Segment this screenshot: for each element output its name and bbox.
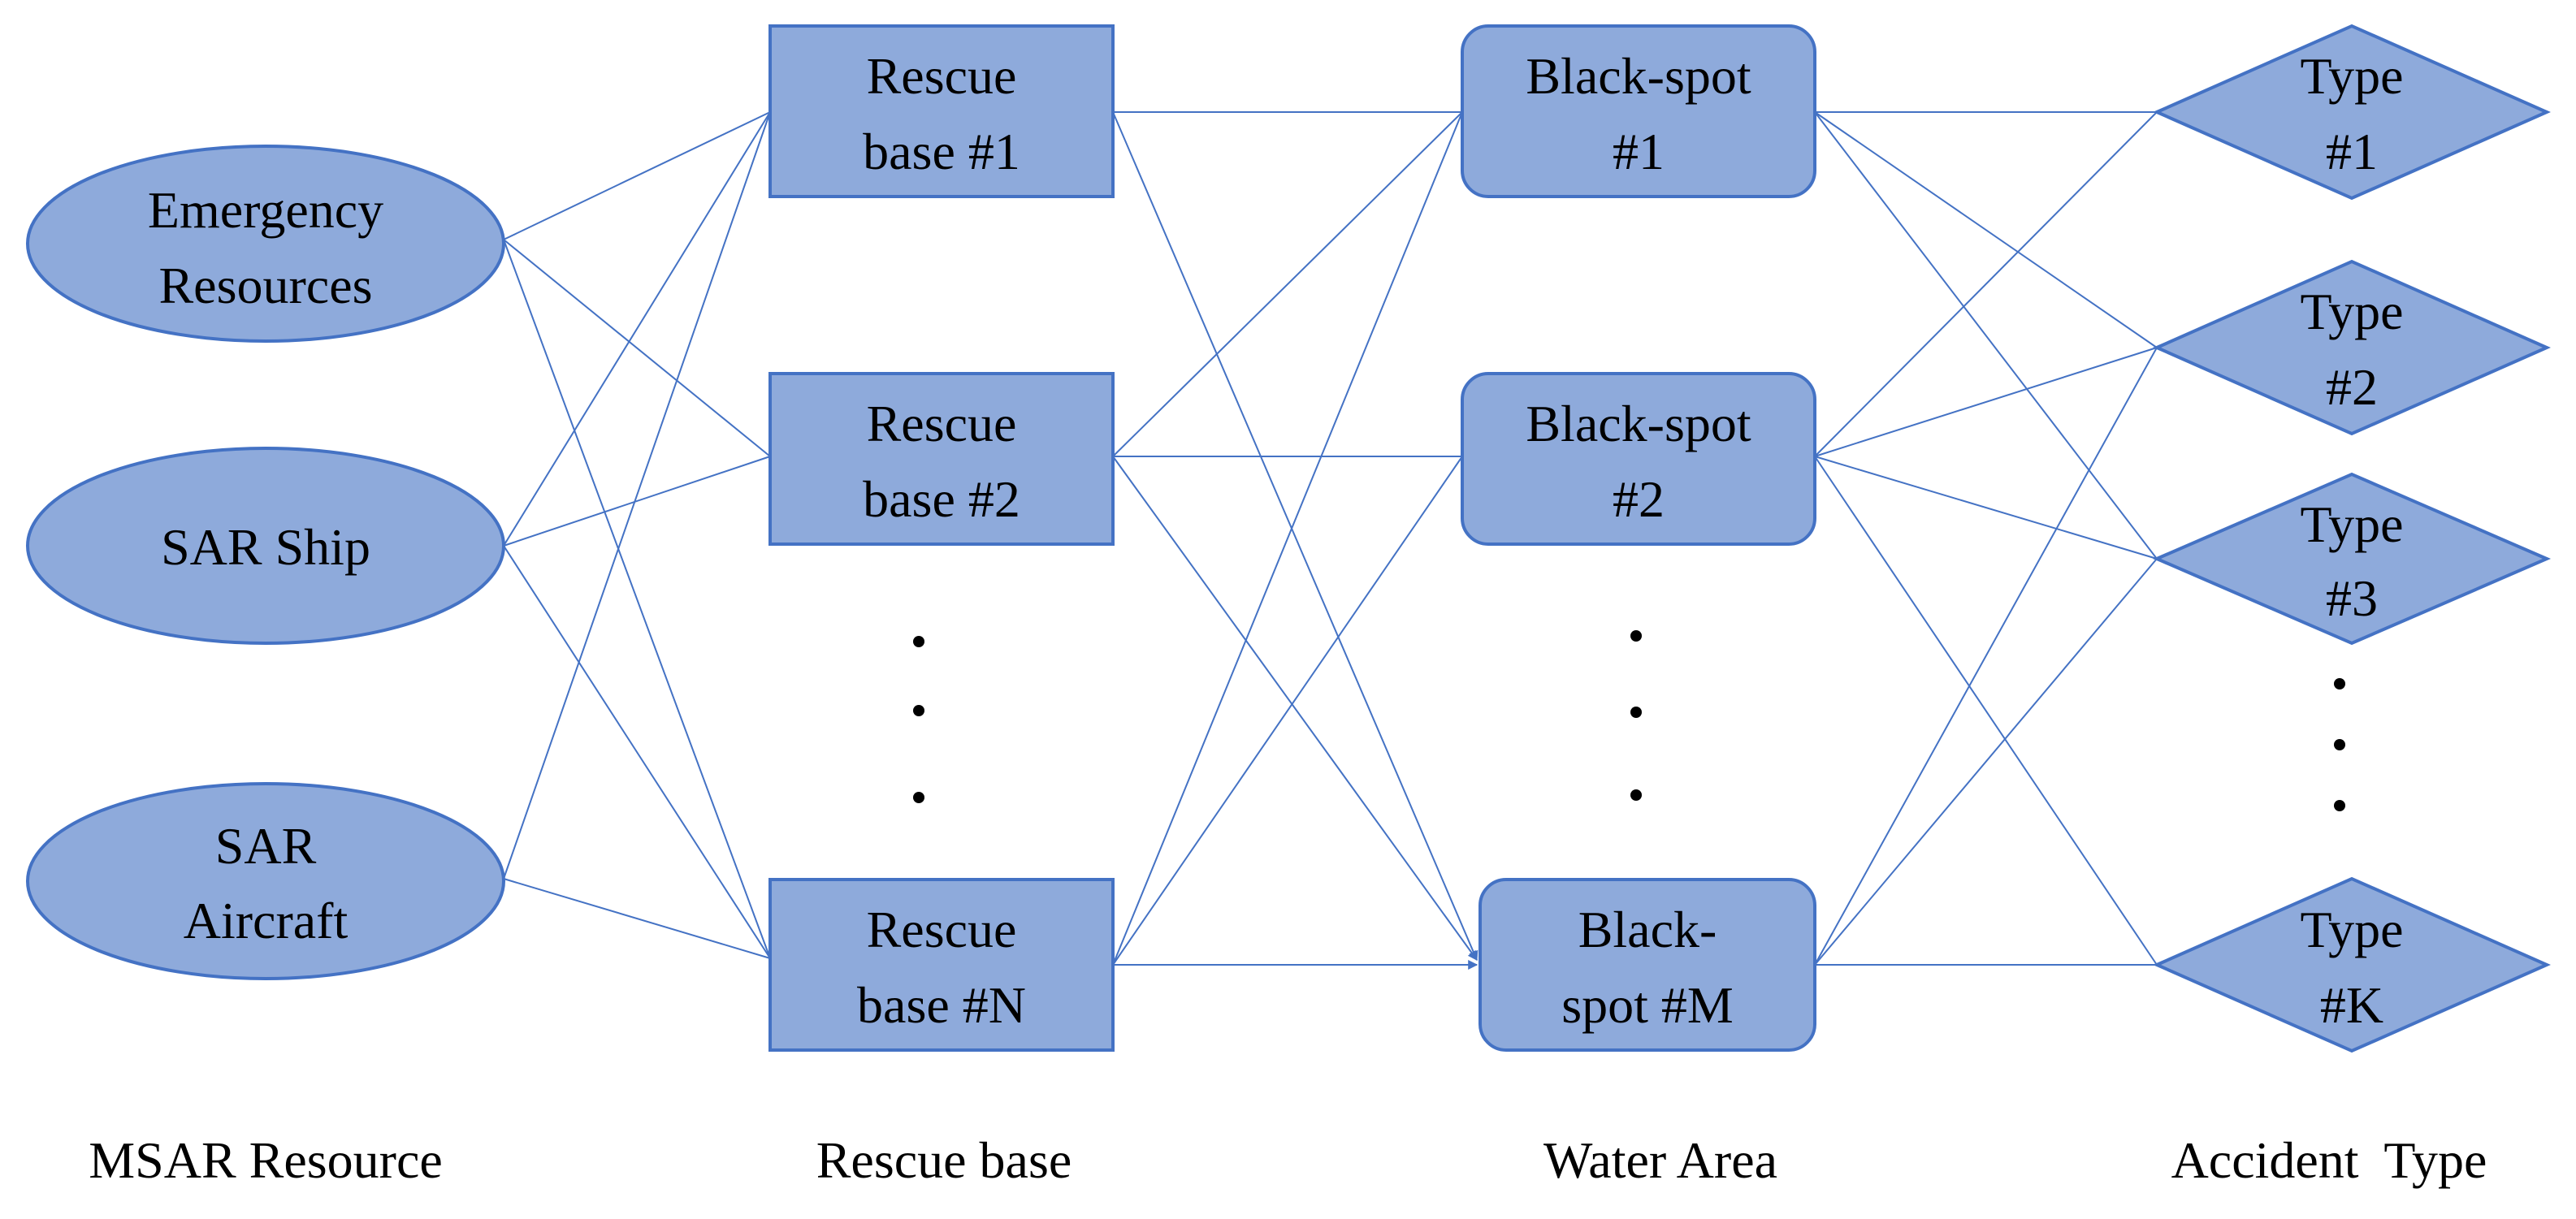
rescue-base-node-1: Rescue base #1 xyxy=(768,24,1115,198)
ellipsis-types xyxy=(2334,678,2345,811)
edge-base2-bs1 xyxy=(1112,111,1463,457)
base-label-line2: base #2 xyxy=(863,470,1020,528)
base-label-line2: base #N xyxy=(857,976,1026,1034)
resource-label-line1: SAR xyxy=(215,817,317,875)
ellipsis-dot xyxy=(1630,789,1642,801)
rescue-base-column: Rescue base #1 Rescue base #2 Rescue bas… xyxy=(768,24,1115,1052)
ellipsis-markers xyxy=(913,630,2345,811)
edge-emergency-baseN xyxy=(503,239,771,959)
base-label-line2: base #1 xyxy=(863,123,1020,180)
black-spot-label-line2: #2 xyxy=(1613,470,1665,528)
resource-column: Emergency Resources SAR Ship SAR Aircraf… xyxy=(26,145,505,980)
ellipsis-dot xyxy=(913,705,924,716)
edge-bsM-type3 xyxy=(1814,558,2158,966)
edge-bs1-type3 xyxy=(1814,111,2158,560)
type-label-line2: #1 xyxy=(2326,123,2378,180)
edge-aircraft-baseN xyxy=(503,878,771,959)
connection-lines xyxy=(503,111,2158,970)
edge-aircraft-base1 xyxy=(503,111,771,880)
base-label-line1: Rescue xyxy=(867,901,1017,958)
type-label-line2: #K xyxy=(2320,976,2383,1034)
rescue-base-node-n: Rescue base #N xyxy=(768,878,1115,1052)
black-spot-node-2: Black-spot #2 xyxy=(1461,372,1816,546)
resource-label-line2: Aircraft xyxy=(184,892,349,949)
type-node-3: Type #3 xyxy=(2152,472,2552,646)
edge-emergency-base2 xyxy=(503,239,771,457)
base-label-line1: Rescue xyxy=(867,395,1017,452)
type-label-line2: #3 xyxy=(2326,569,2378,627)
type-label-line2: #2 xyxy=(2326,358,2378,416)
accident-type-column: Type #1 Type #2 Type #3 Type #K xyxy=(2152,24,2552,1053)
black-spot-label-line1: Black-spot xyxy=(1526,395,1751,452)
water-area-column: Black-spot #1 Black-spot #2 Black- spot … xyxy=(1461,24,1816,1052)
rescue-base-node-2: Rescue base #2 xyxy=(768,372,1115,546)
type-label-line1: Type xyxy=(2300,901,2403,958)
type-node-1: Type #1 xyxy=(2153,24,2551,201)
edge-bs2-type3 xyxy=(1814,456,2158,560)
edge-ship-base2 xyxy=(503,456,771,547)
ellipsis-dot xyxy=(913,792,924,803)
black-spot-label-line1: Black-spot xyxy=(1526,47,1751,105)
ellipsis-water xyxy=(1630,630,1642,801)
type-node-2: Type #2 xyxy=(2153,259,2551,436)
type-label-line1: Type xyxy=(2300,495,2403,553)
edge-baseN-bs1 xyxy=(1112,111,1463,966)
edge-bsM-type2 xyxy=(1814,347,2158,966)
edge-base1-bsM xyxy=(1112,111,1478,962)
resource-node-emergency: Emergency Resources xyxy=(26,145,505,343)
ellipsis-dot xyxy=(913,636,924,647)
resource-label-line1: Emergency xyxy=(148,181,383,239)
black-spot-label-line1: Black- xyxy=(1578,901,1717,958)
black-spot-label-line2: spot #M xyxy=(1561,976,1734,1034)
edge-bs2-typeK xyxy=(1814,456,2158,966)
edge-bs1-type2 xyxy=(1814,111,2158,348)
resource-label-line1: SAR Ship xyxy=(161,518,370,576)
column-label-accident: Accident Type xyxy=(2171,1131,2487,1189)
type-node-k: Type #K xyxy=(2153,876,2551,1053)
edge-ship-base1 xyxy=(503,111,771,547)
column-label-water: Water Area xyxy=(1543,1131,1777,1189)
base-label-line1: Rescue xyxy=(867,47,1017,105)
resource-node-sar-aircraft: SAR Aircraft xyxy=(26,782,505,980)
resource-label-line2: Resources xyxy=(158,257,372,314)
column-label-resource: MSAR Resource xyxy=(89,1131,443,1189)
edge-bs2-type2 xyxy=(1814,347,2158,457)
type-label-line1: Type xyxy=(2300,283,2403,340)
resource-node-sar-ship: SAR Ship xyxy=(26,447,505,645)
edge-bs2-type1 xyxy=(1814,111,2158,457)
type-label-line1: Type xyxy=(2300,47,2403,105)
edge-base2-bsM xyxy=(1112,456,1478,961)
edge-baseN-bs2 xyxy=(1112,456,1463,966)
ellipsis-dot xyxy=(2334,739,2345,750)
black-spot-label-line2: #1 xyxy=(1613,123,1665,180)
ellipsis-dot xyxy=(1630,630,1642,642)
ellipsis-dot xyxy=(1630,707,1642,718)
edge-ship-baseN xyxy=(503,545,771,959)
column-label-base: Rescue base xyxy=(816,1131,1072,1189)
ellipsis-dot xyxy=(2334,678,2345,689)
ellipsis-dot xyxy=(2334,800,2345,811)
column-labels: MSAR Resource Rescue base Water Area Acc… xyxy=(89,1131,2487,1189)
black-spot-node-1: Black-spot #1 xyxy=(1461,24,1816,198)
ellipsis-bases xyxy=(913,636,924,803)
black-spot-node-m: Black- spot #M xyxy=(1478,878,1816,1052)
edge-emergency-base1 xyxy=(503,111,771,240)
